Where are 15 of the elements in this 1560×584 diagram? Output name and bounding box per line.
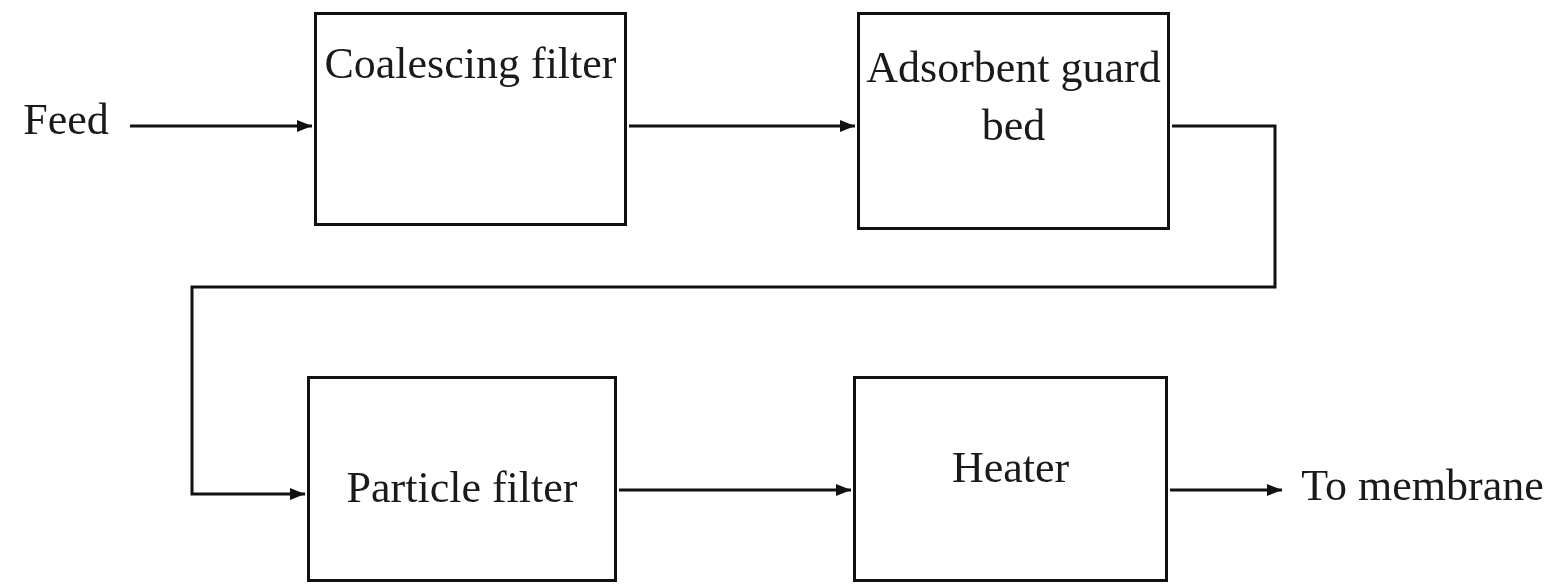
box-label: Coalescing filter xyxy=(324,38,617,90)
box-label: Adsorbent guard bed xyxy=(865,42,1162,152)
flow-label: Feed xyxy=(23,94,109,146)
arrow xyxy=(619,484,851,496)
box-label: Particle filter xyxy=(346,462,578,514)
flow-label: To membrane xyxy=(1301,460,1544,512)
process-box xyxy=(314,12,627,226)
arrow xyxy=(629,120,855,132)
process-box xyxy=(853,376,1168,582)
box-label: Heater xyxy=(951,442,1070,494)
arrow xyxy=(1170,484,1282,496)
arrow xyxy=(190,124,1277,500)
process-box xyxy=(307,376,617,582)
process-box xyxy=(857,12,1170,230)
arrow xyxy=(130,120,312,132)
